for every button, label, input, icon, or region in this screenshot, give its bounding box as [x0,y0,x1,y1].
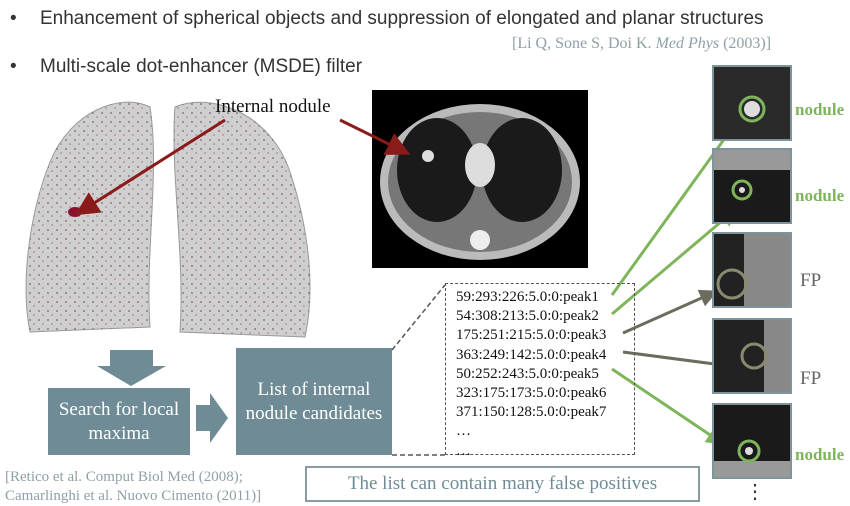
bullet-text: Multi-scale dot-enhancer (MSDE) filter [40,56,363,77]
citation-bottom: [Retico et al. Comput Biol Med (2008); C… [5,468,261,506]
thumbnail-label: nodule [795,186,845,205]
peak-item: 371:150:128:5.0:0:peak7 [456,404,607,421]
false-positive-note: The list can contain many false positive… [305,466,700,502]
arrow-to-lung [74,118,226,216]
thumbnail-2 [712,148,792,224]
citation-suffix: (2003)] [719,35,772,52]
thumbnail-label: nodule [795,445,845,464]
bullet-text: Enhancement of spherical objects and sup… [40,8,764,29]
peak-item: 363:249:142:5.0:0:peak4 [456,346,607,363]
peak-item: 59:293:226:5.0:0:peak1 [456,289,599,305]
peak-item: 175:251:215:5.0:0:peak3 [456,327,607,344]
more-indicator: ⋮ [745,481,765,503]
citation-line: [Retico et al. Comput Biol Med (2008); [5,469,243,485]
peak-item: 50:252:243:5.0:0:peak5 [456,365,599,382]
nodule-candidates-box: List of internal nodule candidates [236,348,392,455]
internal-nodule-label: Internal nodule [215,96,331,117]
citation-top: [Li Q, Sone S, Doi K. Med Phys (2003)] [512,35,771,53]
peak-item: 323:175:173:5.0:0:peak6 [456,385,607,402]
peak-item: … [456,423,471,440]
thumbnail-3 [712,232,792,308]
lung-3d-image [25,101,311,338]
thumbnail-5 [712,403,792,479]
arrow-peak3 [622,289,718,335]
down-arrow [97,350,166,386]
arrow-peak5 [611,367,725,445]
citation-prefix: [Li Q, Sone S, Doi K. [512,35,656,52]
search-local-maxima-box: Search for local maxima [48,388,190,455]
thumbnail-label: FP [800,270,822,291]
ct-slice-image [372,90,588,268]
thumbnail-4 [712,318,792,394]
thumbnail-label: nodule [795,100,845,119]
peak-list: 59:293:226:5.0:0:peak1 54:308:213:5.0:0:… [445,283,635,459]
peak-item: … [456,442,471,459]
citation-journal: Med Phys [655,35,720,52]
thumbnail-label: FP [800,368,822,389]
bullet-2: •Multi-scale dot-enhancer (MSDE) filter [10,56,363,77]
thumbnail-1 [712,65,792,141]
right-arrow [196,393,228,443]
arrow-to-ct [339,118,411,155]
citation-line: Camarlinghi et al. Nuovo Cimento (2011)] [5,488,262,504]
dashed-connector [391,284,446,351]
bullet-1: •Enhancement of spherical objects and su… [10,8,764,29]
peak-item: 54:308:213:5.0:0:peak2 [456,308,599,325]
arrow-peak2 [611,208,738,316]
